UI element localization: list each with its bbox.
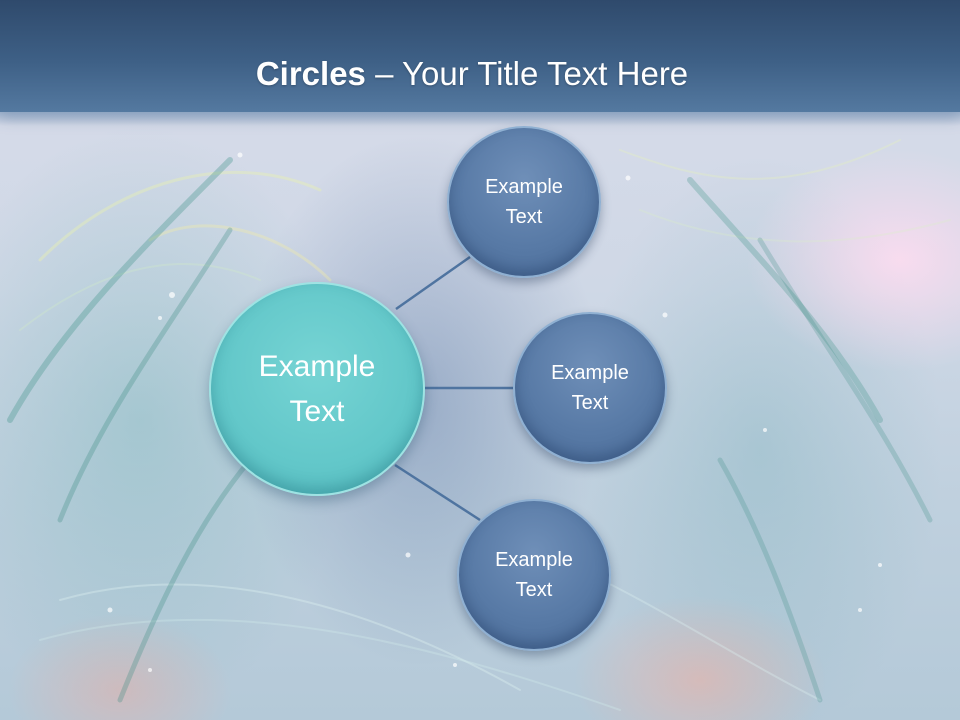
node-circle-2[interactable]: Example Text bbox=[513, 312, 667, 464]
title-rest: – Your Title Text Here bbox=[365, 55, 689, 92]
node-label-2: Example Text bbox=[551, 362, 629, 414]
node-label-1: Example Text bbox=[485, 176, 563, 228]
slide-title: Circles – Your Title Text Here bbox=[0, 54, 944, 94]
connector-hub-to-node-3 bbox=[394, 463, 481, 522]
title-bold: Circles bbox=[255, 55, 366, 92]
title-bar bbox=[0, 0, 960, 126]
hub-label: Example Text bbox=[258, 350, 376, 428]
node-circle-1[interactable]: Example Text bbox=[447, 126, 601, 278]
node-circle-3[interactable]: Example Text bbox=[457, 499, 611, 651]
node-label-3: Example Text bbox=[495, 549, 573, 601]
connector-hub-to-node-1 bbox=[395, 255, 471, 311]
hub-circle[interactable]: Example Text bbox=[209, 282, 425, 496]
